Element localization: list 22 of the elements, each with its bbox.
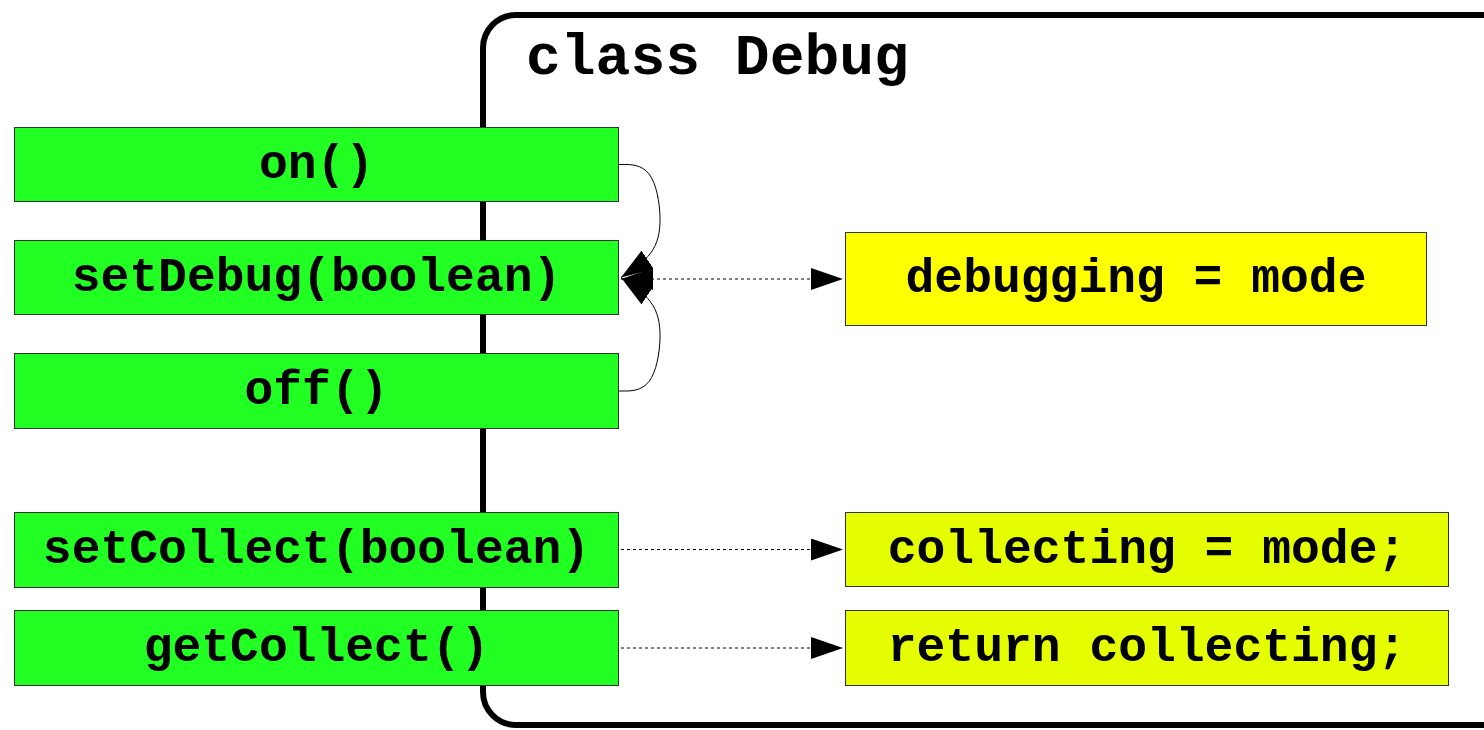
code-text: setDebug(boolean) bbox=[71, 250, 562, 305]
arrow bbox=[618, 164, 661, 278]
method-box bbox=[14, 353, 619, 429]
method-box bbox=[14, 127, 619, 202]
arrow bbox=[620, 538, 844, 561]
class-title: class Debug bbox=[526, 26, 909, 91]
method-box bbox=[14, 610, 619, 686]
arrow bbox=[618, 277, 661, 392]
code-text: off() bbox=[244, 364, 389, 418]
code-text: getCollect() bbox=[143, 621, 490, 675]
code-text: collecting = mode; bbox=[887, 522, 1407, 577]
method-box bbox=[845, 512, 1449, 587]
code-text: on() bbox=[258, 137, 375, 192]
method-box bbox=[845, 232, 1427, 326]
arrow bbox=[620, 637, 844, 659]
method-box bbox=[845, 610, 1449, 686]
code-text: setCollect(boolean) bbox=[42, 523, 591, 577]
method-box bbox=[14, 240, 619, 315]
code-text: return collecting; bbox=[887, 621, 1407, 675]
arrow bbox=[620, 268, 844, 290]
code-text: debugging = mode bbox=[905, 252, 1367, 306]
method-box bbox=[14, 512, 619, 588]
